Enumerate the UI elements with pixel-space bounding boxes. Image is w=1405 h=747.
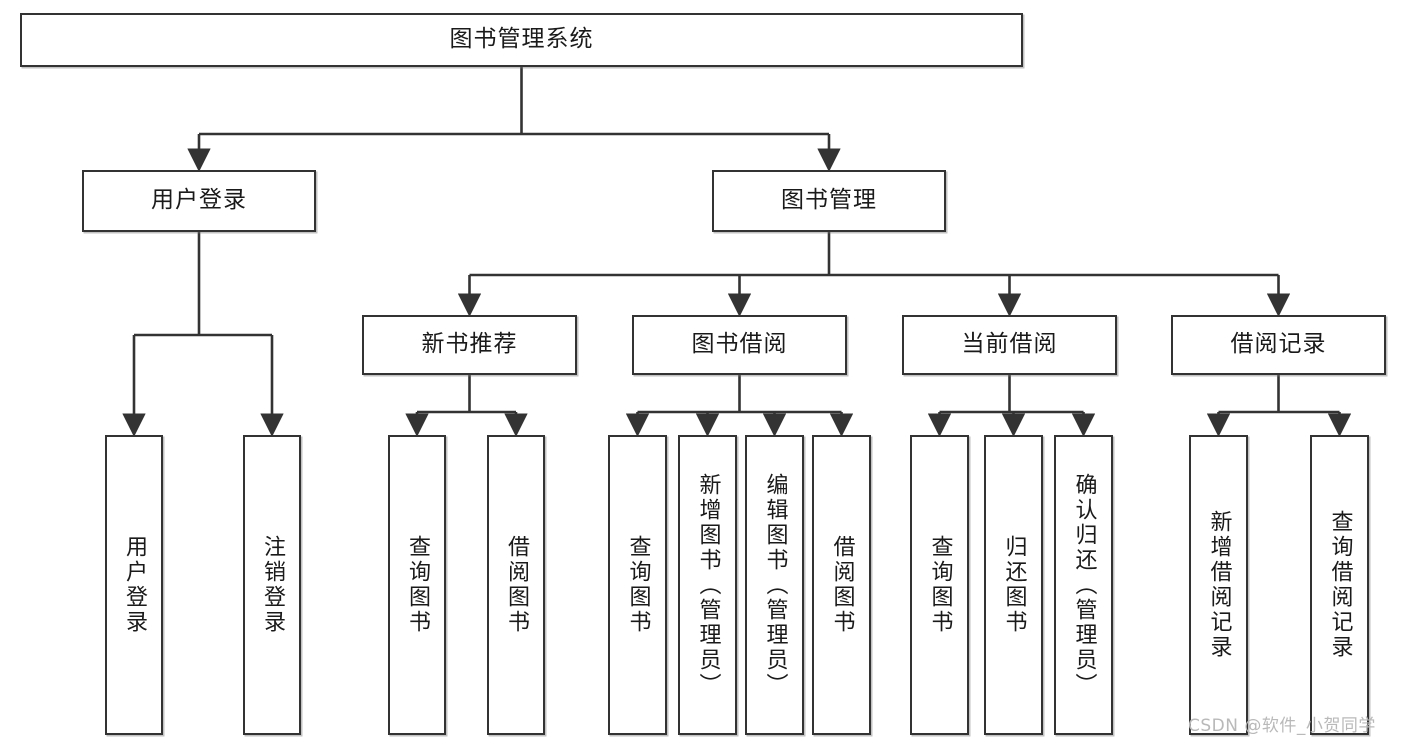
node-book-management-module[interactable]: 图书管理 [712, 170, 946, 232]
leaf-current-confirm-return-admin[interactable]: 确认归还（管理员） [1054, 435, 1113, 735]
node-borrow-record[interactable]: 借阅记录 [1171, 315, 1386, 375]
node-label: 借阅图书 [503, 535, 529, 635]
node-label: 注销登录 [259, 535, 285, 635]
leaf-newbook-query-book[interactable]: 查询图书 [388, 435, 446, 735]
node-root-system[interactable]: 图书管理系统 [20, 13, 1023, 67]
leaf-record-add-record[interactable]: 新增借阅记录 [1189, 435, 1248, 735]
node-book-borrow[interactable]: 图书借阅 [632, 315, 847, 375]
leaf-user-login[interactable]: 用户登录 [105, 435, 163, 735]
node-label: 图书管理系统 [449, 26, 594, 53]
node-label: 查询图书 [404, 535, 430, 635]
node-label: 新增借阅记录 [1206, 510, 1232, 660]
node-label: 查询图书 [927, 535, 953, 635]
node-user-login-module[interactable]: 用户登录 [82, 170, 316, 232]
node-label: 借阅图书 [829, 535, 855, 635]
node-label: 用户登录 [151, 187, 247, 214]
node-label: 当前借阅 [961, 331, 1058, 358]
leaf-borrow-borrow-book[interactable]: 借阅图书 [812, 435, 871, 735]
leaf-borrow-add-book-admin[interactable]: 新增图书（管理员） [678, 435, 737, 735]
node-label: 归还图书 [1001, 535, 1027, 635]
node-label: 编辑图书（管理员） [762, 472, 788, 698]
leaf-current-return-book[interactable]: 归还图书 [984, 435, 1043, 735]
node-label: 图书管理 [781, 187, 877, 214]
node-new-book-recommend[interactable]: 新书推荐 [362, 315, 577, 375]
node-label: 用户登录 [121, 535, 147, 635]
node-label: 新增图书（管理员） [695, 472, 721, 698]
csdn-watermark: CSDN @软件_小贺同学 [1188, 716, 1376, 736]
leaf-record-query-record[interactable]: 查询借阅记录 [1310, 435, 1369, 735]
node-label: 确认归还（管理员） [1071, 472, 1097, 698]
node-label: 查询借阅记录 [1327, 510, 1353, 660]
node-current-borrow[interactable]: 当前借阅 [902, 315, 1117, 375]
leaf-newbook-borrow-book[interactable]: 借阅图书 [487, 435, 545, 735]
node-label: 图书借阅 [691, 331, 788, 358]
leaf-current-query-book[interactable]: 查询图书 [910, 435, 969, 735]
node-label: 借阅记录 [1230, 331, 1327, 358]
leaf-user-logout[interactable]: 注销登录 [243, 435, 301, 735]
node-label: 查询图书 [625, 535, 651, 635]
node-label: 新书推荐 [421, 331, 518, 358]
leaf-borrow-edit-book-admin[interactable]: 编辑图书（管理员） [745, 435, 804, 735]
leaf-borrow-query-book[interactable]: 查询图书 [608, 435, 667, 735]
